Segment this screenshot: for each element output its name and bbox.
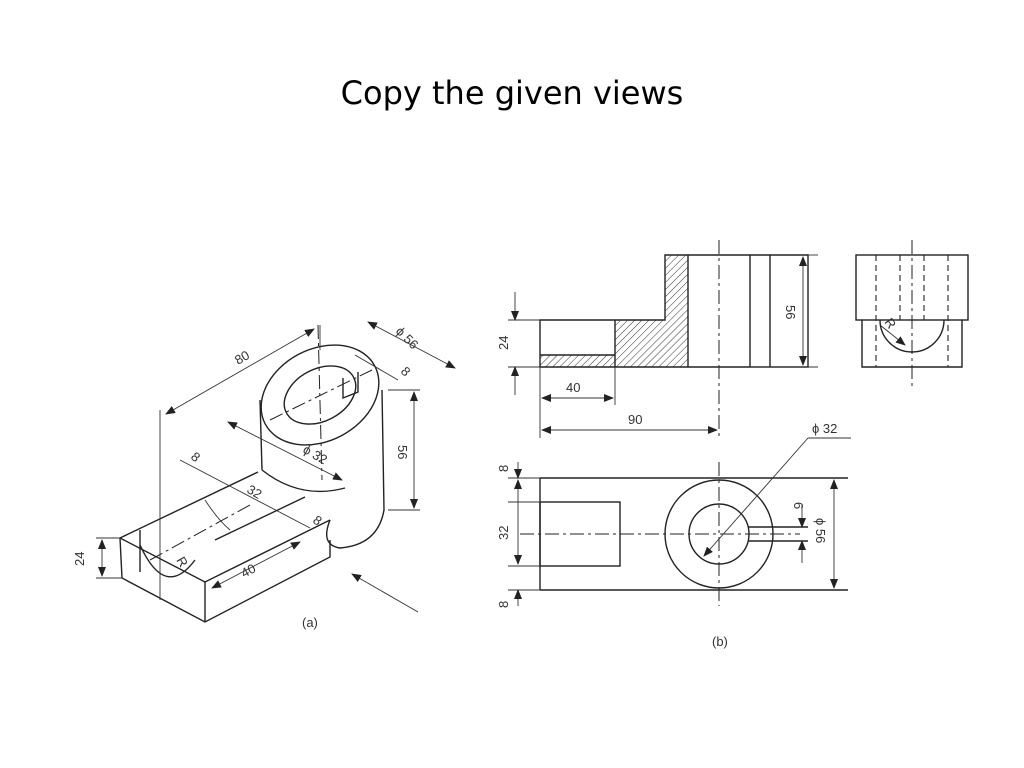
base-outline (119, 537, 331, 623)
side-radius-leader (879, 324, 906, 346)
top-view: ϕ 32 8 32 8 6 ϕ 56 (496, 421, 851, 608)
cylinder-base-curve (261, 469, 346, 493)
dim-8-right: 8 (310, 512, 325, 528)
dim-line-32 (179, 459, 311, 529)
dim-24-b: 24 (496, 336, 511, 350)
base-back-edge (119, 471, 259, 539)
dim-phi32: ϕ 32 (301, 442, 330, 468)
base-slot-edge (214, 496, 306, 541)
dim-8-bottom-b: 8 (496, 601, 511, 608)
hatch-step (615, 320, 665, 367)
dim-line-phi32 (227, 421, 343, 481)
dim-40-a: 40 (238, 561, 258, 581)
isometric-view: 80 ϕ 56 8 ϕ 32 56 8 32 8 24 R 40 (72, 321, 456, 623)
dim-line-8-top (354, 354, 399, 381)
caption-b: (b) (712, 634, 728, 649)
dim-56: 56 (395, 445, 410, 459)
dim-line-80 (165, 328, 315, 415)
dim-radius-b: R (882, 315, 900, 331)
dim-24-a: 24 (72, 552, 87, 566)
cylinder-right-side (326, 389, 385, 549)
base-top-front-edge (119, 519, 331, 583)
view-direction-arrow (351, 573, 419, 613)
dim-line-phi56 (367, 321, 456, 369)
hatch-wall (665, 255, 688, 367)
dim-6: 6 (791, 502, 806, 509)
top-slot (342, 372, 359, 400)
base-center (149, 504, 251, 561)
dim-8-left: 8 (188, 449, 203, 465)
dim-phi56-b: ϕ 56 (813, 518, 828, 543)
front-view: 24 40 90 56 (496, 240, 818, 440)
dim-8-top-b: 8 (496, 465, 511, 472)
dim-32: 32 (245, 482, 265, 502)
phi32-leader (703, 437, 809, 557)
dim-32-b: 32 (496, 526, 511, 540)
groove-curve-back (204, 499, 231, 531)
hatch-base (540, 355, 615, 367)
dim-line-40-a (211, 541, 301, 589)
side-view: R (855, 240, 969, 390)
caption-a: (a) (302, 615, 318, 630)
dim-8-top: 8 (398, 364, 414, 380)
dim-56-b: 56 (783, 305, 798, 319)
dim-90: 90 (628, 412, 642, 427)
dim-80: 80 (232, 347, 252, 367)
dim-40-b: 40 (566, 380, 580, 395)
dim-phi32-b: ϕ 32 (812, 421, 837, 436)
slide-title: Copy the given views (340, 74, 684, 112)
base-groove (139, 544, 196, 578)
